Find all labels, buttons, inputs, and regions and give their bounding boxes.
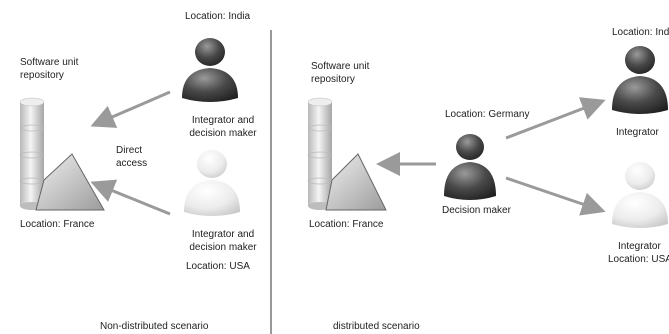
right-germany-person-icon — [444, 134, 496, 200]
left-usa-role: Integrator and decision maker — [189, 229, 257, 253]
left-india-arrow — [90, 90, 171, 128]
right-repository-location: Location: France — [309, 219, 384, 230]
right-germany-location: Location: Germany — [445, 109, 530, 120]
left-repository-label: Software unit repository — [20, 57, 79, 81]
right-usa-person-icon — [612, 162, 668, 228]
right-database-icon — [307, 97, 333, 210]
left-warning-triangle-icon — [35, 153, 105, 211]
right-usa-location: Location: USA — [608, 254, 669, 265]
left-india-role: Integrator and decision maker — [189, 115, 257, 139]
left-india-location: Location: India — [185, 11, 251, 22]
left-database-icon — [19, 97, 45, 210]
right-germany-to-india-arrow — [505, 97, 606, 140]
left-usa-arrow — [90, 179, 171, 216]
right-germany-role: Decision maker — [442, 205, 511, 216]
right-india-person-icon — [612, 46, 668, 114]
right-scenario-caption: distributed scenario — [333, 321, 420, 332]
left-repository-location: Location: France — [20, 219, 95, 230]
right-repository-label: Software unit repository — [311, 61, 370, 85]
left-usa-person-icon — [184, 150, 240, 216]
left-usa-location: Location: USA — [186, 261, 250, 272]
right-india-location: Location: Indi — [612, 27, 669, 38]
right-india-role: Integrator — [616, 127, 659, 138]
left-india-person-icon — [182, 38, 238, 102]
left-scenario-caption: Non-distributed scenario — [100, 321, 209, 332]
right-warning-triangle-icon — [325, 153, 387, 211]
left-access-label: Direct access — [116, 145, 148, 169]
right-usa-role: Integrator — [618, 241, 661, 252]
right-germany-to-usa-arrow — [505, 176, 606, 216]
